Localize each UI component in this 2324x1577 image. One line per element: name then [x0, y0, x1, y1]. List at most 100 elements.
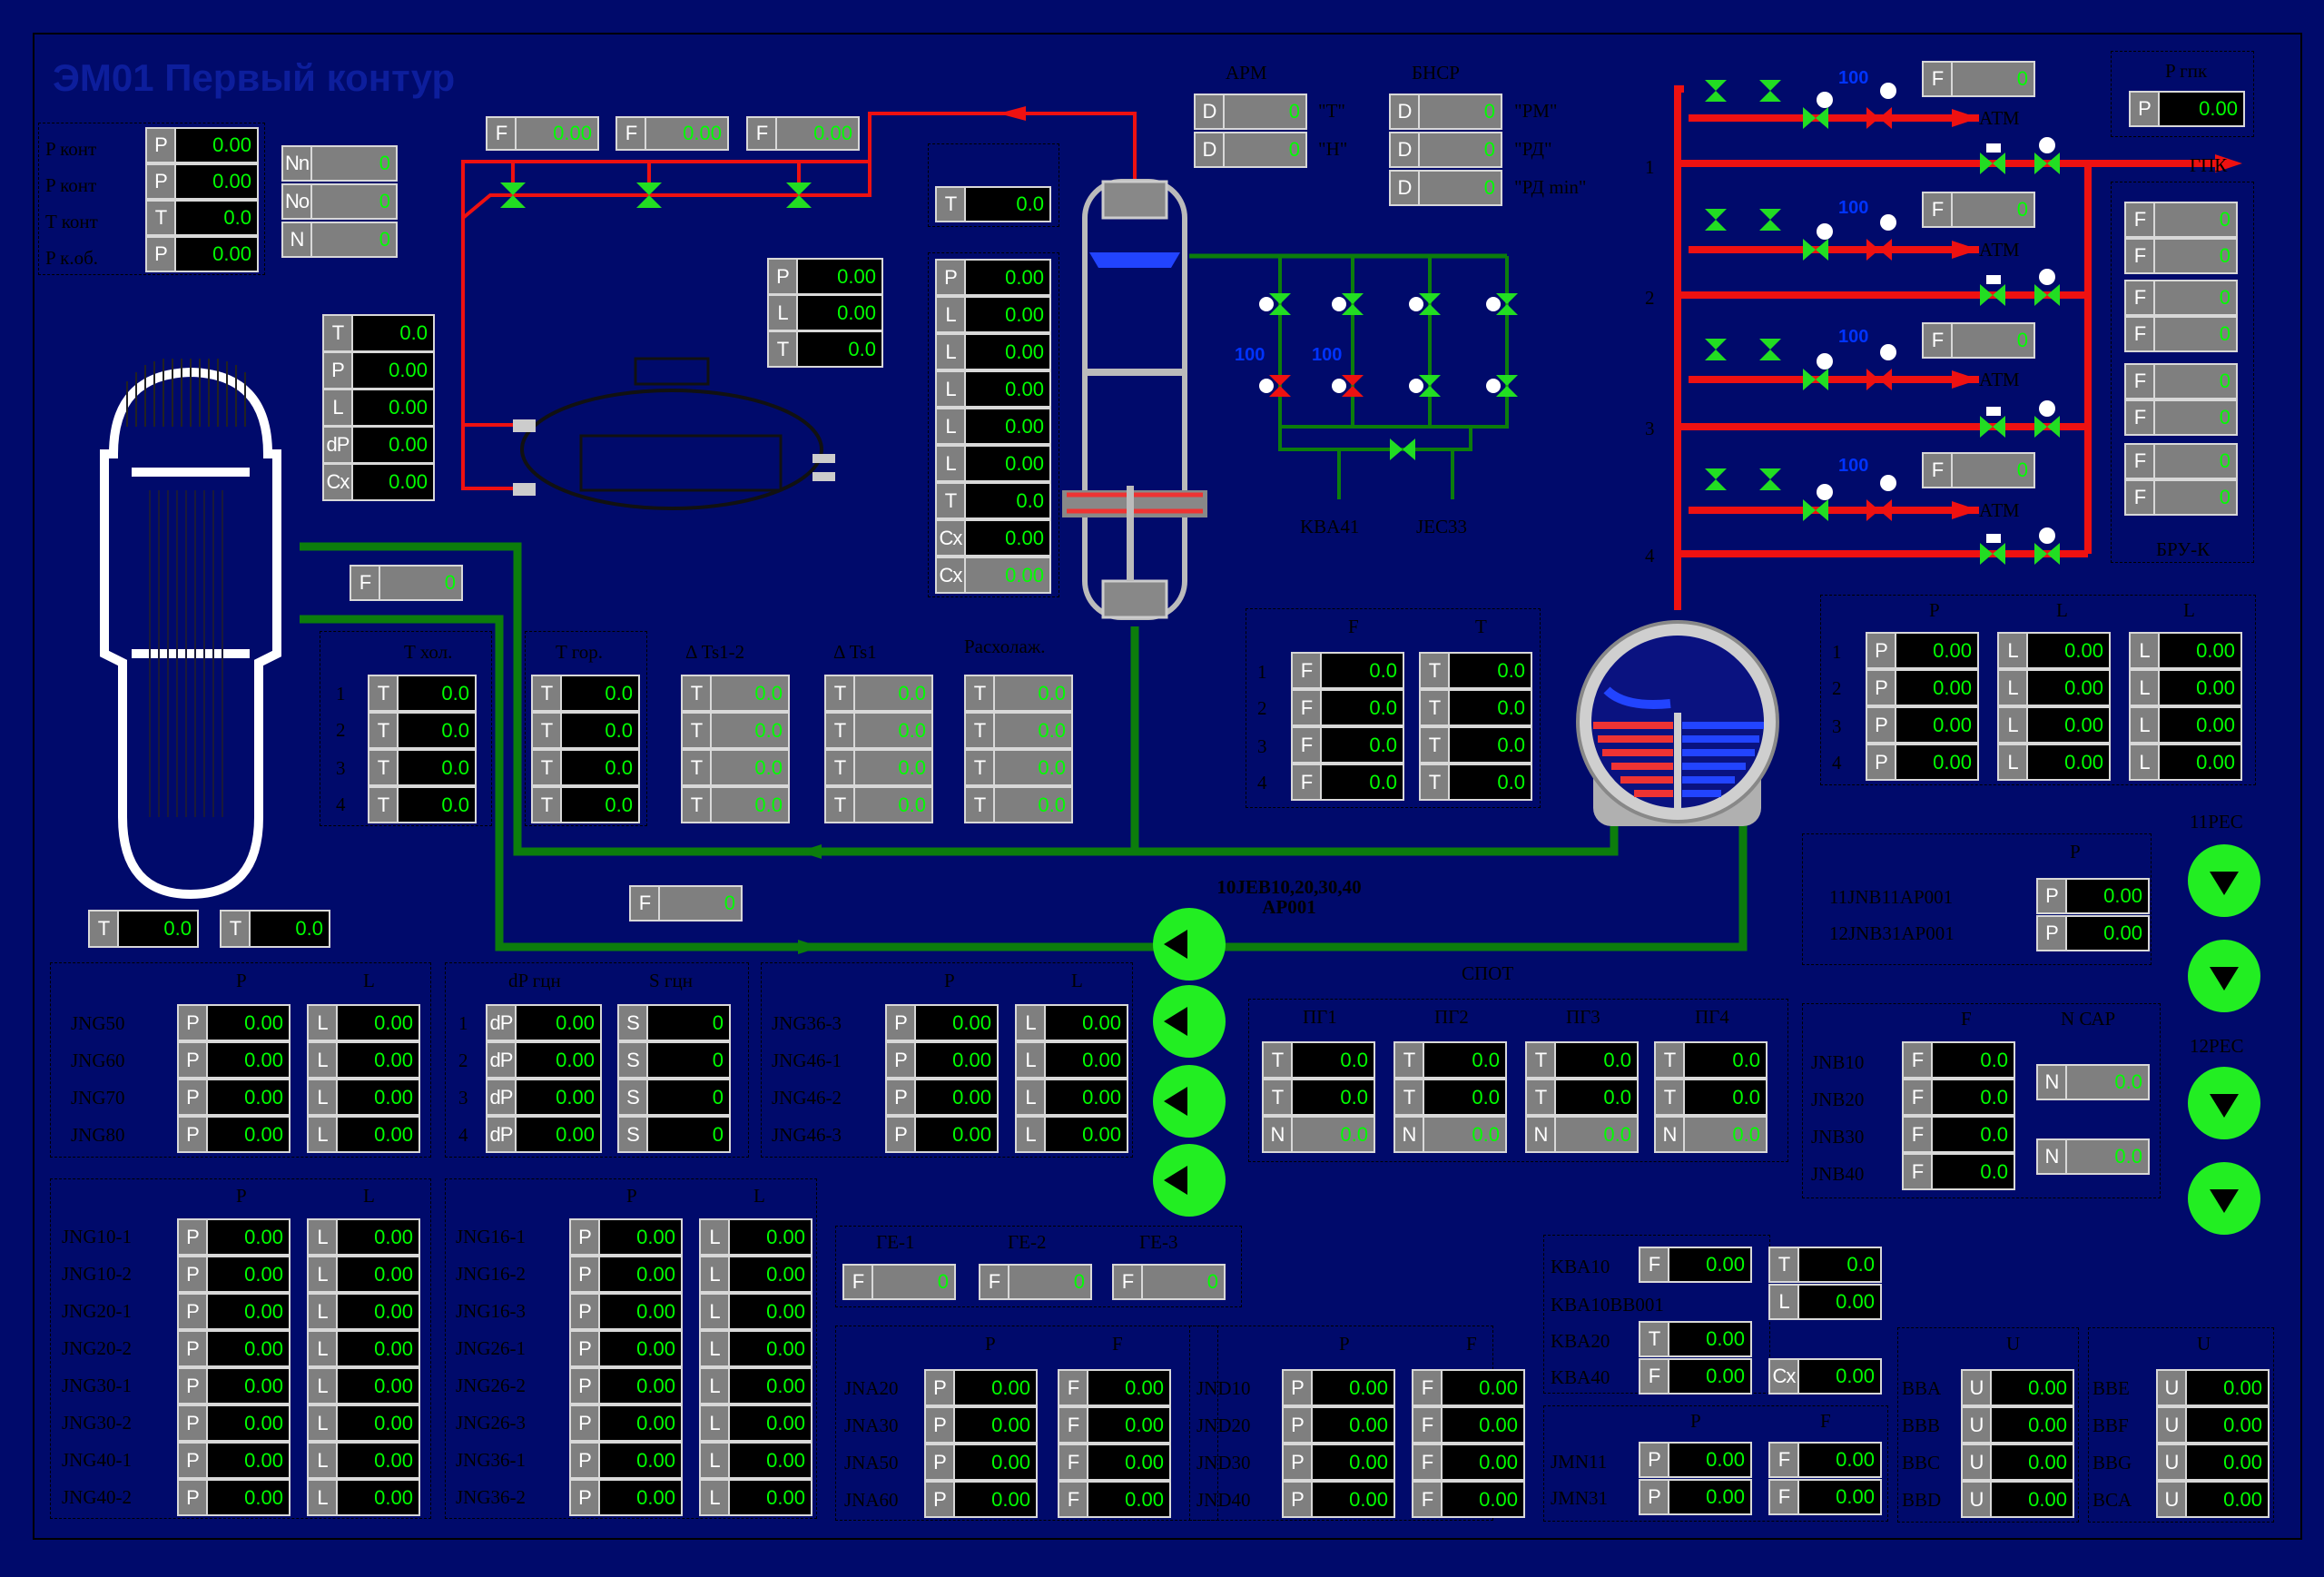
- jna-p-0-key: P: [926, 1371, 955, 1405]
- jna-f-0-key: F: [1059, 1371, 1088, 1405]
- bru-k-gauge-3-value: 0: [2155, 318, 2236, 350]
- dp-gauge-3-value: 0.00: [517, 1118, 600, 1151]
- sgpl-p-2-value: 0.00: [1896, 708, 1977, 742]
- loop-temp-c2-r0-key: T: [683, 676, 712, 710]
- jng-d-p-7-key: P: [571, 1481, 600, 1514]
- jna-p-2-value: 0.00: [955, 1445, 1036, 1479]
- jna-p-3-value: 0.00: [955, 1483, 1036, 1516]
- jng-a-p-0-value: 0.00: [208, 1006, 289, 1040]
- jng-d-l-4-key: L: [701, 1369, 730, 1403]
- loop-temp-c0-r2-value: 0.0: [399, 751, 475, 784]
- bba-h: U: [2006, 1333, 2021, 1355]
- sgpl-p-0-value: 0.00: [1896, 634, 1977, 667]
- sgpl-p-3-value: 0.00: [1896, 745, 1977, 779]
- sgpl-l1-0-value: 0.00: [2028, 634, 2109, 667]
- jng-b-l-0-value: 0.00: [1046, 1006, 1127, 1040]
- sgpl-l2-0-key: L: [2131, 634, 2160, 667]
- kba-label-4: KBA40: [1551, 1366, 1610, 1388]
- loop-temp-c2-r3-value: 0.0: [712, 788, 788, 822]
- loop-temp-c4-r0-key: T: [966, 676, 995, 710]
- sgpl-l1-3-value: 0.00: [2028, 745, 2109, 779]
- spot-t1-3-value: 0.0: [1685, 1043, 1766, 1077]
- sg-flow-t-1-key: T: [1421, 691, 1450, 724]
- loop-temp-c2-r3-key: T: [683, 788, 712, 822]
- jng-a-l-1-value: 0.00: [338, 1043, 419, 1077]
- pump-11res-b-button[interactable]: [2188, 940, 2260, 1012]
- jnd-h1: P: [1339, 1333, 1350, 1355]
- bbe-label-1: BBF: [2093, 1414, 2129, 1436]
- jnb-label-3: JNB40: [1811, 1163, 1865, 1185]
- jng-a-l-3-value: 0.00: [338, 1118, 419, 1151]
- spot-t1-1-key: T: [1395, 1043, 1424, 1077]
- main-pump-3-button[interactable]: [1153, 1065, 1226, 1138]
- spot-t1-0-key: T: [1264, 1043, 1293, 1077]
- spot-t2-3-value: 0.0: [1685, 1080, 1766, 1114]
- jng-d-p-6-key: P: [571, 1444, 600, 1477]
- jng-b-p-1-key: P: [887, 1043, 916, 1077]
- ge-1-label: ГЕ-1: [876, 1231, 915, 1253]
- pump-12res-b-button[interactable]: [2188, 1162, 2260, 1235]
- pump-12res-a-button[interactable]: [2188, 1067, 2260, 1139]
- jng-b-p-2-key: P: [887, 1080, 916, 1114]
- loop-temp-c2-r0-value: 0.0: [712, 676, 788, 710]
- main-pump-4-button[interactable]: [1153, 1144, 1226, 1217]
- jnb-n-0-value: 0.0: [2067, 1066, 2148, 1099]
- sgpl-l1-0-key: L: [1999, 634, 2028, 667]
- main-pump-2-button[interactable]: [1153, 985, 1226, 1058]
- bru-k-gauge-5-key: F: [2126, 401, 2155, 434]
- bba-u-0-key: U: [1963, 1371, 1992, 1405]
- jng-b-p-2-value: 0.00: [916, 1080, 997, 1114]
- bru-k-gauge-7-key: F: [2126, 481, 2155, 514]
- arm-title: АРМ: [1226, 62, 1267, 84]
- jng-c-label-1: JNG10-2: [62, 1263, 132, 1285]
- jng-a-label-3: JNG80: [71, 1124, 125, 1146]
- sgpl-l2-0-value: 0.00: [2160, 634, 2240, 667]
- jng-b-p-1-value: 0.00: [916, 1043, 997, 1077]
- jnd-f-1-key: F: [1413, 1408, 1443, 1442]
- arm-n-label: "Н": [1318, 138, 1348, 160]
- jng-c-l-2-value: 0.00: [338, 1295, 419, 1328]
- bba-u-2-key: U: [1963, 1445, 1992, 1479]
- pump-11res-a-button[interactable]: [2188, 844, 2260, 917]
- spot-t2-1-value: 0.0: [1424, 1080, 1505, 1114]
- jnb-f-3-value: 0.0: [1933, 1155, 2014, 1188]
- atm-3-label: АТМ: [1979, 369, 2020, 390]
- jng-a-p-2-key: P: [179, 1080, 208, 1114]
- jnb-f-1-key: F: [1904, 1080, 1933, 1114]
- main-pump-1-button[interactable]: [1153, 908, 1226, 981]
- jng-c-l-0-value: 0.00: [338, 1220, 419, 1254]
- sgpl-row-4: 4: [1832, 752, 1842, 774]
- jnd-label-0: JND10: [1196, 1377, 1251, 1399]
- jng-a-h2: L: [363, 970, 375, 991]
- jng-c-l-1-key: L: [309, 1257, 338, 1291]
- jng-a-label-0: JNG50: [71, 1012, 125, 1034]
- sgpl-row-1: 1: [1832, 641, 1842, 663]
- ge-3-label: ГЕ-3: [1139, 1231, 1178, 1253]
